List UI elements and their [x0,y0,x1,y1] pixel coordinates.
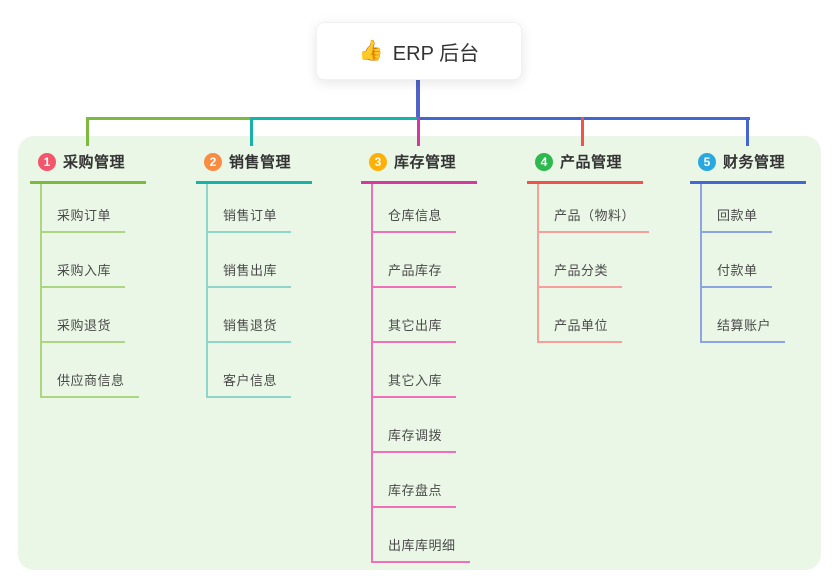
root-label: ERP 后台 [392,42,480,65]
root-node-erp[interactable]: 👍 ERP 后台 [316,22,522,80]
mindmap-node[interactable]: 销售退货 [208,288,292,343]
branch-title-label: 产品管理 [560,154,623,171]
mindmap-node[interactable]: 付款单 [702,233,772,288]
branch-number-badge: 3 [369,152,387,171]
branch-number-badge: 2 [204,152,222,171]
connector-drop-inventory [417,117,420,146]
connector-drop-purchase [86,117,89,146]
branch-title-label: 库存管理 [394,154,457,171]
branch-title-label: 销售管理 [229,154,292,171]
branch-finance: 5 财务管理 回款单 付款单 结算账户 [690,146,806,343]
branch-title-label: 财务管理 [723,154,786,171]
branch-inventory: 3 库存管理 仓库信息 产品库存 其它出库 其它入库 库存调拨 库存盘点 出库库… [361,146,477,563]
branch-title-product[interactable]: 4 产品管理 [527,146,643,184]
mindmap-node[interactable]: 出库库明细 [373,508,470,563]
branch-title-sales[interactable]: 2 销售管理 [196,146,312,184]
mindmap-node[interactable]: 采购入库 [42,233,126,288]
connector-bus-green [87,117,253,120]
root-stem-line [416,79,420,119]
branch-items: 销售订单 销售出库 销售退货 客户信息 [206,184,312,398]
mindmap-node[interactable]: 产品单位 [539,288,623,343]
mindmap-node[interactable]: 库存调拨 [373,398,457,453]
connector-bus-teal [252,117,419,120]
connector-drop-sales [250,117,253,146]
branches-panel [18,136,821,570]
mindmap-node[interactable]: 销售订单 [208,184,292,233]
thumbs-up-icon: 👍 [358,40,384,62]
branch-title-finance[interactable]: 5 财务管理 [690,146,806,184]
branch-items: 仓库信息 产品库存 其它出库 其它入库 库存调拨 库存盘点 出库库明细 [371,184,477,563]
mindmap-node[interactable]: 仓库信息 [373,184,457,233]
mindmap-node[interactable]: 回款单 [702,184,772,233]
branch-product: 4 产品管理 产品（物料） 产品分类 产品单位 [527,146,650,343]
branch-items: 采购订单 采购入库 采购退货 供应商信息 [40,184,146,398]
mindmap-node[interactable]: 供应商信息 [42,343,139,398]
branch-title-inventory[interactable]: 3 库存管理 [361,146,477,184]
connector-drop-finance [746,117,749,146]
branch-title-purchase[interactable]: 1 采购管理 [30,146,146,184]
mindmap-node[interactable]: 结算账户 [702,288,786,343]
mindmap-node[interactable]: 库存盘点 [373,453,457,508]
branch-items: 产品（物料） 产品分类 产品单位 [537,184,650,343]
branch-number-badge: 4 [535,152,553,171]
connector-drop-product [581,117,584,146]
mindmap-node[interactable]: 客户信息 [208,343,292,398]
mindmap-node[interactable]: 产品（物料） [539,184,650,233]
mindmap-node[interactable]: 采购退货 [42,288,126,343]
mindmap-node[interactable]: 采购订单 [42,184,126,233]
branch-title-label: 采购管理 [63,154,126,171]
mindmap-node[interactable]: 销售出库 [208,233,292,288]
mindmap-node[interactable]: 产品库存 [373,233,457,288]
mindmap-node[interactable]: 其它入库 [373,343,457,398]
connector-bus-blue [419,117,750,120]
branch-purchase: 1 采购管理 采购订单 采购入库 采购退货 供应商信息 [30,146,146,398]
branch-items: 回款单 付款单 结算账户 [700,184,806,343]
branch-sales: 2 销售管理 销售订单 销售出库 销售退货 客户信息 [196,146,312,398]
branch-number-badge: 5 [698,152,716,171]
branch-number-badge: 1 [38,152,56,171]
mindmap-node[interactable]: 产品分类 [539,233,623,288]
mindmap-node[interactable]: 其它出库 [373,288,457,343]
